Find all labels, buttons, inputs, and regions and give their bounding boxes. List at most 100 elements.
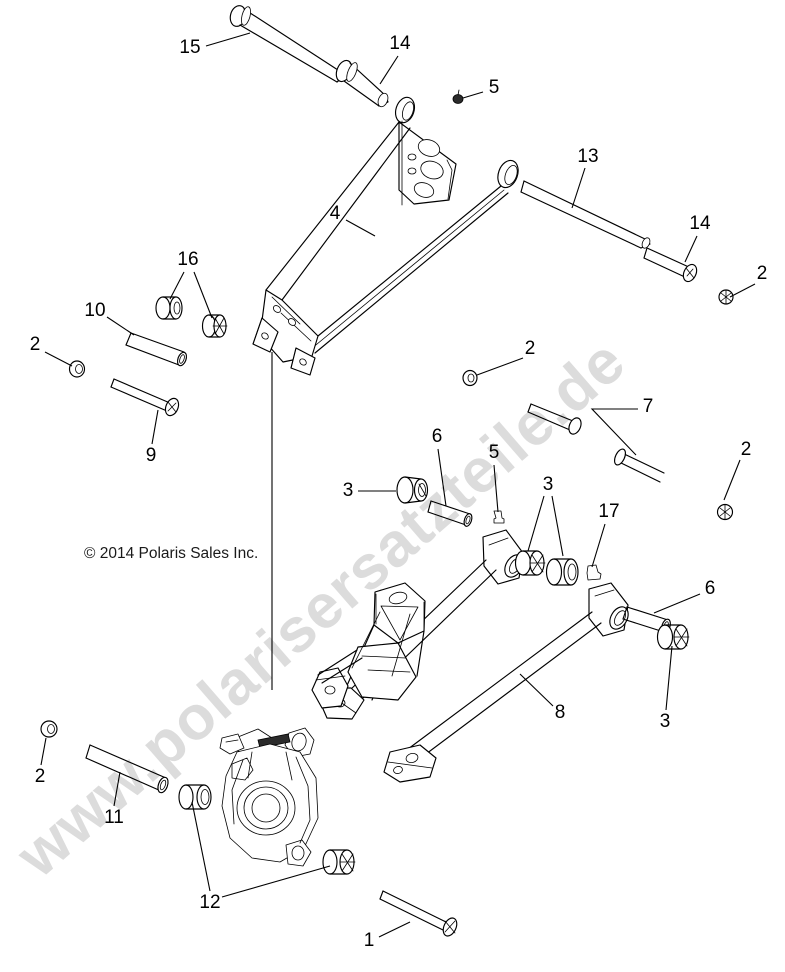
callout-leader-line: [591, 523, 606, 568]
part-8-lower-radius-rod: [383, 582, 629, 783]
callout-leader-line: [113, 771, 121, 807]
part-12-rear-knuckle-carrier: [219, 727, 319, 867]
callout-15: 15: [179, 32, 251, 58]
callout-5: 5: [462, 77, 500, 99]
callout-number: 2: [35, 766, 46, 787]
callout-leader-line: [205, 32, 251, 47]
callout-number: 9: [146, 445, 157, 466]
callout-leader-line: [684, 235, 698, 263]
callout-11: 11: [104, 771, 124, 828]
callout-number: 3: [343, 480, 354, 501]
callout-2: 2: [723, 439, 752, 501]
callout-number: 5: [489, 442, 500, 463]
callout-leader-line: [462, 91, 484, 99]
callout-6: 6: [432, 426, 447, 507]
callout-number: 6: [705, 578, 716, 599]
part-3-bushing-cap-pair: [514, 550, 579, 586]
callout-2: 2: [729, 263, 767, 298]
copyright-notice: © 2014 Polaris Sales Inc.: [84, 545, 259, 562]
callout-16: 16: [169, 249, 213, 319]
callout-3: 3: [343, 480, 396, 501]
part-16-bushing-pair: [155, 296, 228, 338]
callout-3: 3: [527, 474, 564, 557]
part-15-extra-long-pivot-bolt: [229, 5, 344, 83]
callout-leader-line: [191, 801, 211, 892]
callout-leader-line: [379, 55, 399, 85]
callout-leader-line: [653, 593, 701, 614]
callout-3: 3: [660, 645, 673, 732]
callout-number: 3: [660, 711, 671, 732]
callout-2: 2: [476, 338, 535, 376]
callout-number: 6: [432, 426, 443, 447]
part-1-long-bolt-lower: [379, 890, 458, 937]
callout-leader-line: [729, 283, 756, 298]
callout-14: 14: [684, 213, 711, 263]
part-2-flange-nut-middle: [462, 369, 478, 387]
callout-leader-line: [106, 316, 135, 336]
callout-leader-line: [169, 271, 185, 300]
part-2-flange-nut-bottom-left: [40, 720, 58, 738]
part-7-bolt-medium: [527, 403, 582, 435]
callout-leader-line: [723, 459, 741, 501]
callout-leader-line: [40, 737, 47, 766]
callout-13: 13: [571, 146, 599, 209]
part-3-bushing-cap-right: [656, 624, 690, 650]
callout-4: 4: [330, 203, 376, 237]
watermark-text: www.polarisersatzteile.de: [3, 326, 638, 891]
part-6-sleeve-spacer-middle: [427, 500, 473, 527]
callout-leader-line: [527, 495, 545, 552]
callout-number: 10: [84, 300, 105, 321]
callout-number: 8: [555, 702, 566, 723]
callout-leader-line: [437, 448, 447, 507]
part-5-grease-fitting-upper: [452, 89, 464, 104]
callout-number: 13: [577, 146, 598, 167]
callout-14: 14: [379, 33, 411, 85]
watermark: www.polarisersatzteile.de: [3, 326, 638, 891]
callout-leader-line: [571, 167, 586, 209]
callout-leader-line: [590, 408, 638, 456]
callout-7: 7: [590, 396, 654, 456]
callout-leader-line: [519, 673, 554, 707]
part-12-bushing-left: [178, 784, 212, 810]
part-11-pivot-shaft: [85, 744, 169, 794]
callout-number: 16: [177, 249, 198, 270]
callout-leader-line: [378, 921, 411, 938]
callout-leader-line: [221, 865, 331, 898]
part-5-grease-fitting-middle: [493, 510, 505, 524]
callout-leader-line: [665, 645, 673, 711]
callout-leader-line: [476, 357, 524, 376]
callout-leader-line: [551, 495, 564, 557]
callout-number: 2: [741, 439, 752, 460]
callout-number: 4: [330, 203, 341, 224]
callout-number: 14: [389, 33, 411, 54]
callout-number: 7: [643, 396, 654, 417]
callout-5: 5: [489, 442, 500, 513]
part-4-upper-control-arm: [252, 96, 519, 376]
callout-leader-line: [44, 351, 73, 367]
callout-2: 2: [35, 737, 47, 787]
callout-leader-line: [193, 271, 213, 319]
callout-leader-line: [151, 409, 159, 445]
callout-8: 8: [519, 673, 566, 723]
callout-1: 1: [364, 921, 411, 951]
callout-6: 6: [653, 578, 716, 614]
callout-9: 9: [146, 409, 159, 466]
callout-2: 2: [30, 334, 73, 367]
callout-number: 11: [104, 807, 124, 828]
callout-number: 2: [30, 334, 41, 355]
callout-leader-line: [493, 464, 499, 513]
part-2-flange-nut-right-middle: [716, 503, 734, 521]
callout-17: 17: [591, 501, 620, 568]
callout-10: 10: [84, 300, 135, 336]
callout-leader-line: [345, 219, 376, 237]
part-17-small-fastener: [586, 564, 602, 581]
part-10-pivot-tube: [125, 332, 188, 367]
callout-number: 5: [489, 77, 500, 98]
callout-number: 14: [689, 213, 711, 234]
part-9-bolt-long: [110, 378, 180, 417]
part-2-flange-nut-upper-right: [718, 289, 734, 305]
part-13-long-pivot-bolt: [520, 180, 651, 249]
